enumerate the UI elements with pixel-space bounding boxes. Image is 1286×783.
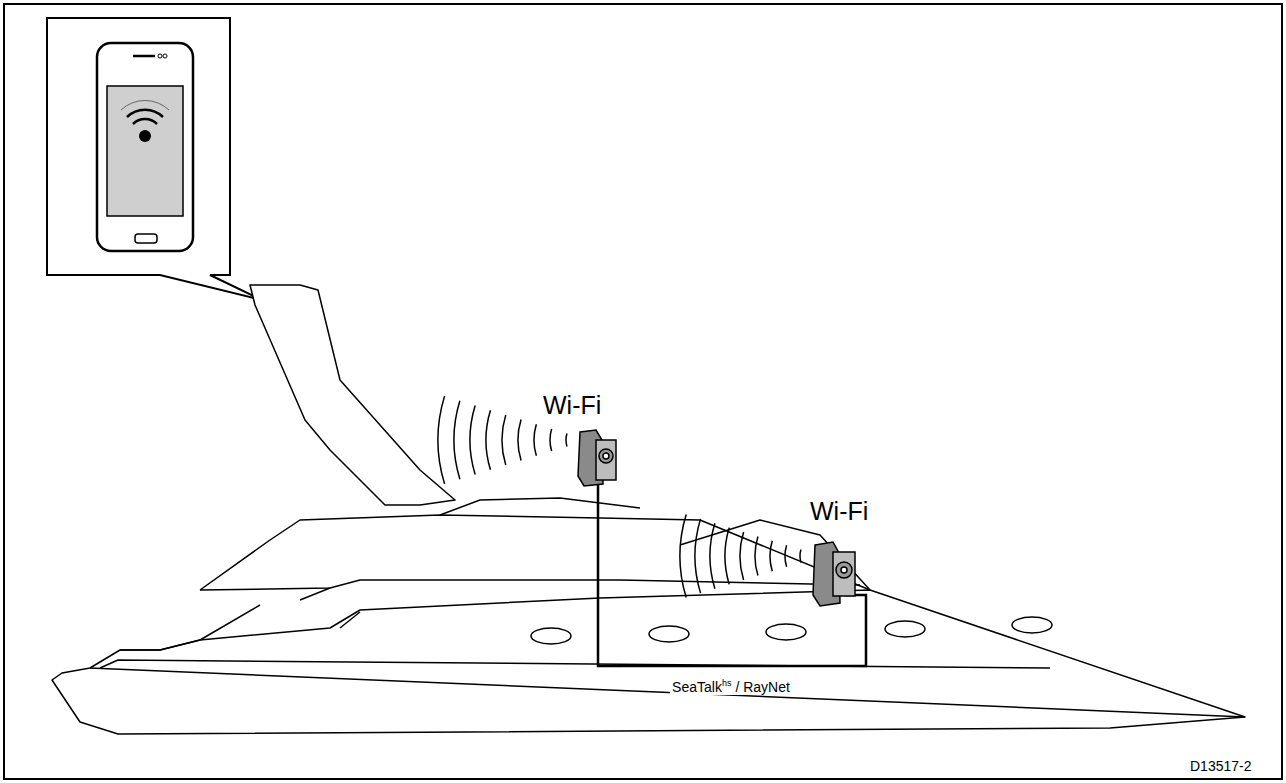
wifi-waves [438,396,801,597]
wifi-arc [470,406,475,475]
display-unit [813,542,855,606]
network-name: SeaTalk [672,679,722,695]
wifi-arc [695,519,701,593]
wifi-arc [770,541,772,571]
wifi-arc [785,545,787,567]
wifi-arc [725,528,729,585]
wifi-arc [710,523,715,588]
wifi-arc [550,429,552,451]
wifi-arc [755,536,758,575]
wifi-arc [680,514,686,597]
yacht-hull [52,285,1245,734]
display-unit [578,430,616,486]
wifi-label: Wi-Fi [543,393,601,418]
wifi-arc [518,420,521,461]
wifi-label: Wi-Fi [810,499,868,524]
wifi-arc [502,415,506,465]
wifi-arc [486,410,490,470]
wifi-arc [438,396,445,484]
wifi-arc [454,401,460,479]
wifi-arc [799,550,801,563]
network-superscript: hs [722,678,732,688]
network-name: / RayNet [735,679,789,695]
wifi-arc [565,434,567,447]
frame [4,4,1282,779]
wifi-arc [740,532,744,580]
drawing-number: D13517-2 [1190,759,1252,773]
wifi-arc [534,424,536,456]
cable-label: SeaTalkhs/ RayNet [670,679,792,695]
phone-callout [47,18,262,300]
